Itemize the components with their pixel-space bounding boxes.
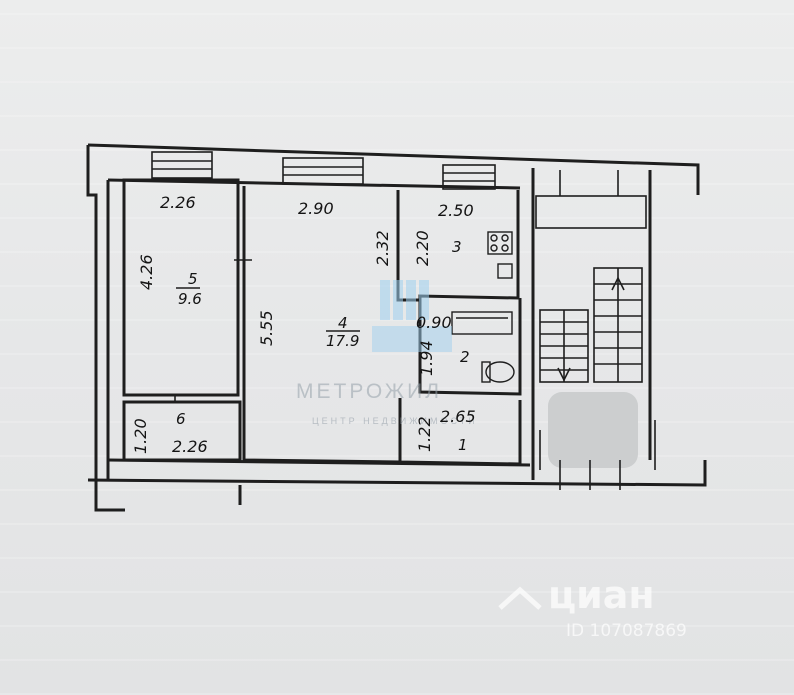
room-4-extra: 2.32 <box>373 230 392 266</box>
room-4-outline <box>242 186 401 464</box>
room-3-length: 2.20 <box>413 230 432 266</box>
room-3-number: 3 <box>452 238 462 256</box>
toilet-icon <box>481 361 515 383</box>
room-6-width: 2.26 <box>172 437 208 456</box>
room-4-width: 2.90 <box>298 199 334 218</box>
metrozhil-watermark: МЕТРОЖИЛ ЦЕНТР НЕДВИЖИМОСТИ <box>296 280 478 426</box>
room-5-number: 5 <box>188 270 198 288</box>
room-5-outline <box>122 178 240 397</box>
cian-logo: циан <box>548 573 655 617</box>
watermark-subtitle: ЦЕНТР НЕДВИЖИМОСТИ <box>312 416 478 426</box>
room-5-width: 2.26 <box>160 193 196 212</box>
room-1-width: 2.65 <box>440 407 476 426</box>
stove-icon <box>487 231 513 255</box>
room-3-width: 2.50 <box>438 201 474 220</box>
sink-icon <box>497 263 513 279</box>
room-5-length: 4.26 <box>137 254 156 290</box>
room-4-number: 4 <box>338 314 348 332</box>
room-5-area: 9.6 <box>178 290 202 308</box>
room-4-length: 5.55 <box>257 310 276 346</box>
cian-id: ID 107087869 <box>566 621 687 641</box>
cian-watermark: циан ID 107087869 <box>498 573 687 641</box>
watermark-logo: МЕТРОЖИЛ <box>296 380 442 403</box>
room-4-area: 17.9 <box>326 332 359 350</box>
room-6-number: 6 <box>176 410 186 428</box>
staircase <box>531 168 656 490</box>
room-2-width: 0.90 <box>416 313 452 332</box>
room-1-number: 1 <box>458 436 468 454</box>
cian-house-icon <box>498 586 542 610</box>
room-1-length: 1.22 <box>415 416 434 452</box>
room-2-number: 2 <box>460 348 470 366</box>
room-2-length: 1.94 <box>417 340 436 376</box>
bathtub-icon <box>451 311 513 335</box>
room-1-outline <box>398 398 522 466</box>
windows <box>151 151 496 190</box>
room-6-outline <box>122 400 242 462</box>
room-6-length: 1.20 <box>131 418 150 454</box>
